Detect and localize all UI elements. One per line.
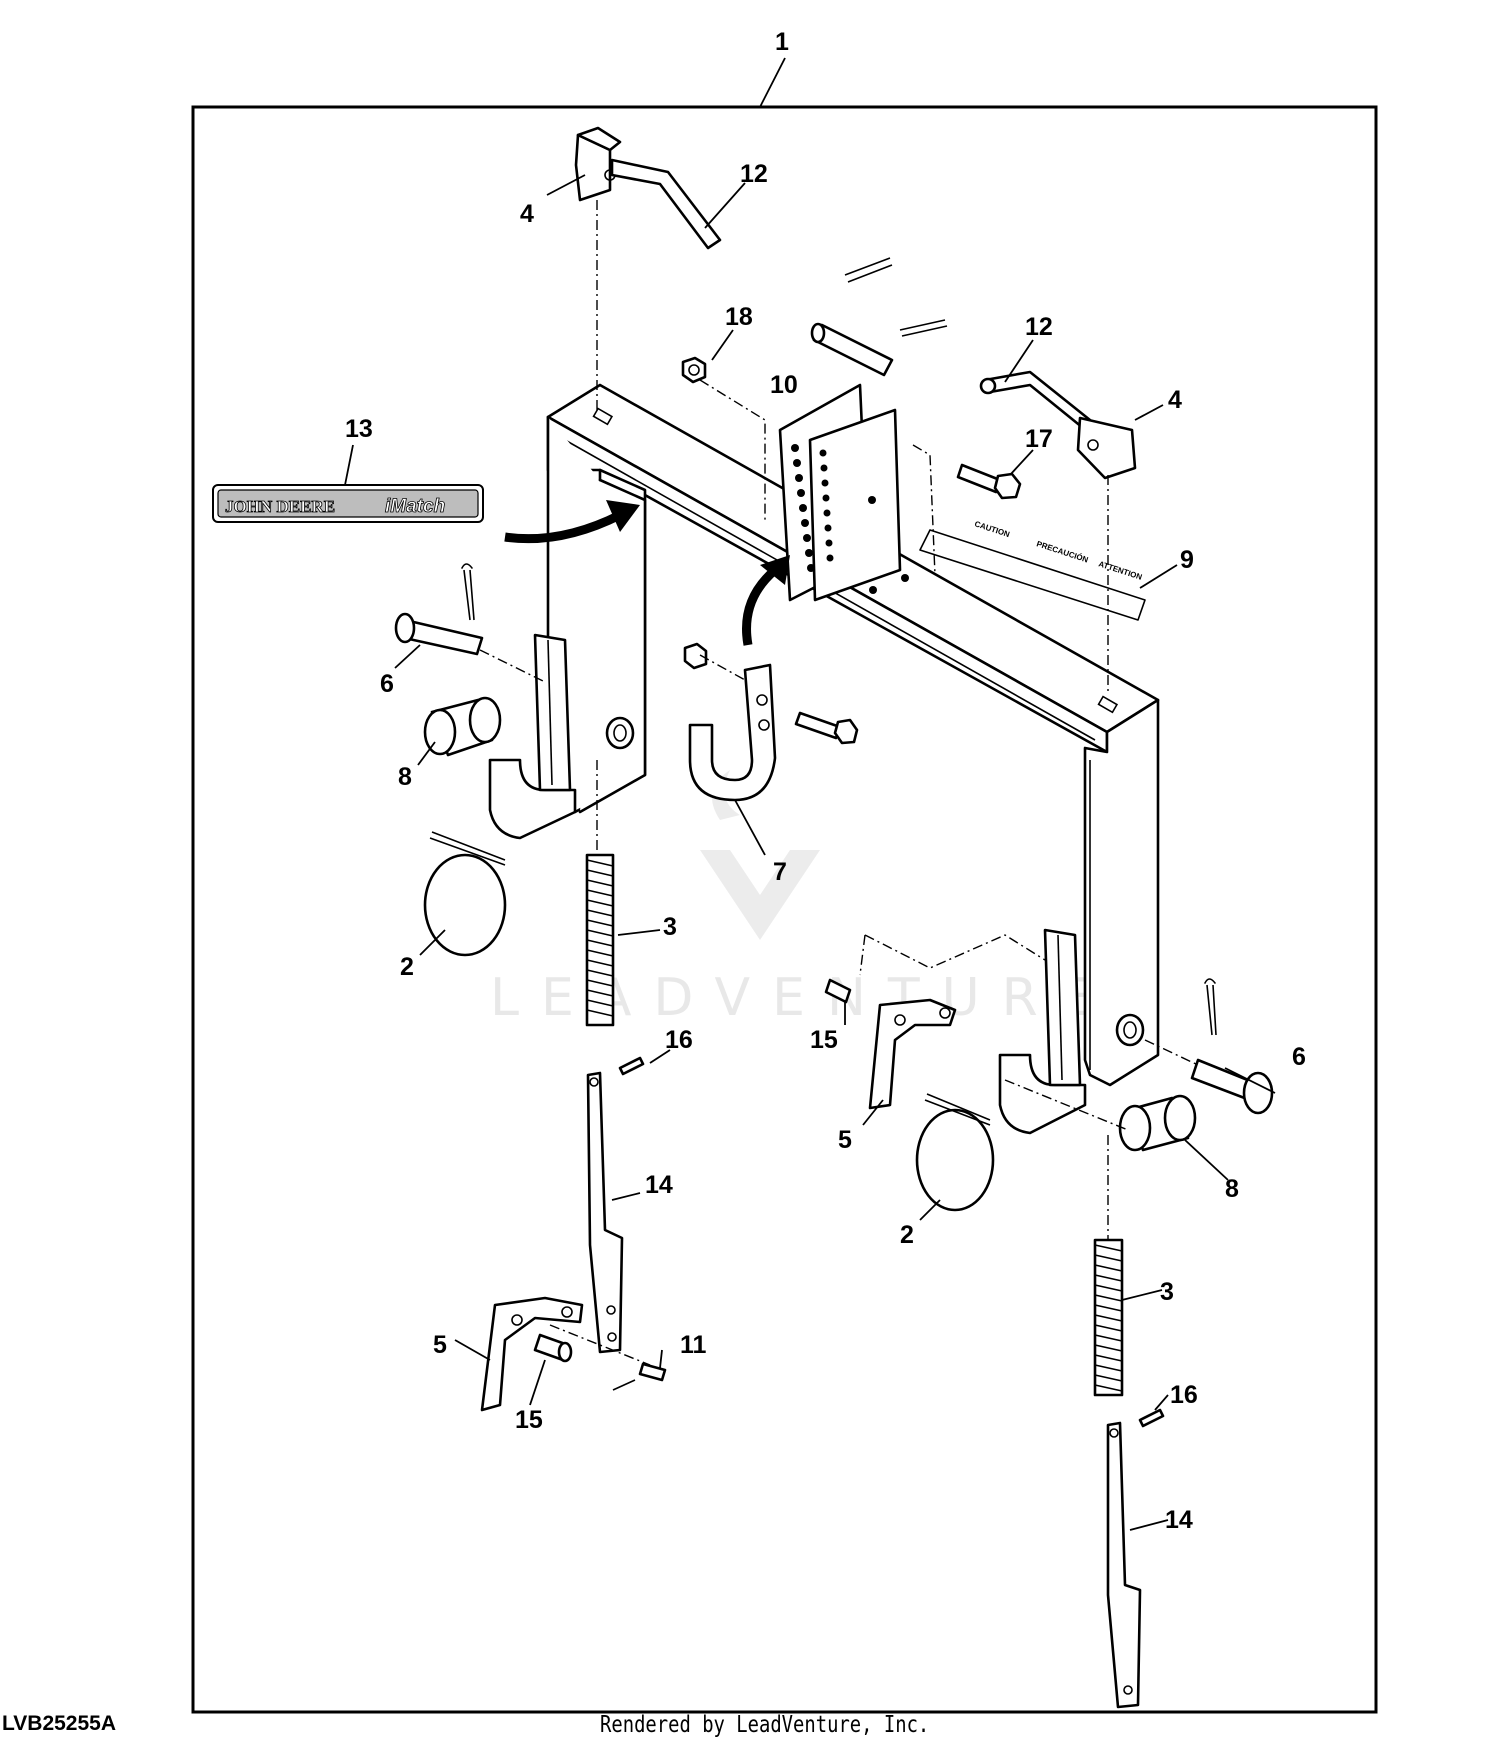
callout-16: 16 (1170, 1381, 1198, 1409)
roll-pin-16-right (1138, 1408, 1165, 1428)
alignment-lines (479, 200, 1199, 1366)
john-deere-imatch-decal: JOHN DEERE iMatch (212, 484, 484, 523)
callout-7: 7 (773, 858, 787, 886)
callout-11: 11 (680, 1331, 707, 1359)
link-14-right (1106, 1421, 1142, 1709)
pin-15-right (824, 978, 852, 1004)
arrow-hook-placement (742, 566, 779, 646)
callout-6: 6 (380, 670, 394, 698)
arrow-head (760, 555, 790, 585)
callout-3: 3 (663, 913, 677, 941)
bushing-8-right (1118, 1094, 1197, 1152)
decal-brand: JOHN DEERE (225, 497, 335, 516)
callout-8: 8 (1225, 1175, 1239, 1203)
hook-7 (683, 642, 859, 802)
watermark-text: LEADVENTURE (490, 968, 1115, 1028)
pin-11 (612, 1362, 667, 1391)
handle-latch-right (979, 370, 1137, 480)
roll-pin-16-left (618, 1056, 645, 1076)
callout-6: 6 (1292, 1043, 1306, 1071)
figure-id: LVB25255A (2, 1712, 117, 1735)
caution-label-1: CAUTION (973, 519, 1011, 539)
callouts: 1 12 4 18 10 12 4 17 9 13 6 8 7 3 2 16 1… (345, 28, 1306, 1534)
callout-15: 15 (515, 1406, 543, 1434)
callout-14: 14 (1165, 1506, 1193, 1534)
caution-label-2: PRECAUCIÓN (1035, 539, 1089, 564)
link-14-left (586, 1071, 624, 1354)
callout-12: 12 (740, 160, 768, 188)
arrow-head (606, 500, 640, 532)
spring-clip-2-right (915, 1093, 995, 1212)
handle-latch-left (574, 126, 722, 250)
caution-label-3: ATTENTION (1097, 559, 1143, 582)
callout-10: 10 (770, 371, 798, 399)
lever-5-lower-left (480, 1296, 584, 1412)
callout-2: 2 (900, 1221, 914, 1249)
callout-14: 14 (645, 1171, 673, 1199)
callout-18: 18 (725, 303, 753, 331)
pin-10 (810, 257, 948, 377)
pin-6-right (1190, 978, 1274, 1115)
callout-2: 2 (400, 953, 414, 981)
quick-hitch-frame: CAUTION PRECAUCIÓN ATTENTION (488, 383, 1160, 1135)
callout-17: 17 (1025, 425, 1053, 453)
callout-5: 5 (433, 1331, 447, 1359)
callout-13: 13 (345, 415, 373, 443)
render-credit: Rendered by LeadVenture, Inc. (600, 1712, 930, 1738)
callout-1: 1 (775, 28, 789, 56)
callout-3: 3 (1160, 1278, 1174, 1306)
leader-lines (344, 57, 1276, 1531)
callout-4: 4 (1168, 386, 1182, 414)
spring-3-left (585, 853, 615, 1027)
spring-clip-2-left (423, 831, 507, 957)
lever-5-right (868, 998, 957, 1110)
nut-18 (681, 356, 707, 384)
assembly-border (191, 105, 1378, 1714)
bolt-17 (956, 463, 1022, 500)
callout-12: 12 (1025, 313, 1053, 341)
decal-product: iMatch (385, 496, 445, 517)
callout-5: 5 (838, 1126, 852, 1154)
callout-8: 8 (398, 763, 412, 791)
bushing-8-left (423, 696, 502, 757)
callout-4: 4 (520, 200, 534, 228)
arrow-decal-placement (504, 510, 623, 544)
pin-6-left (394, 563, 484, 656)
spring-3-right (1093, 1238, 1124, 1397)
callout-15: 15 (810, 1026, 838, 1054)
callout-9: 9 (1180, 546, 1194, 574)
pin-15-lower-left (533, 1333, 573, 1363)
callout-16: 16 (665, 1026, 693, 1054)
